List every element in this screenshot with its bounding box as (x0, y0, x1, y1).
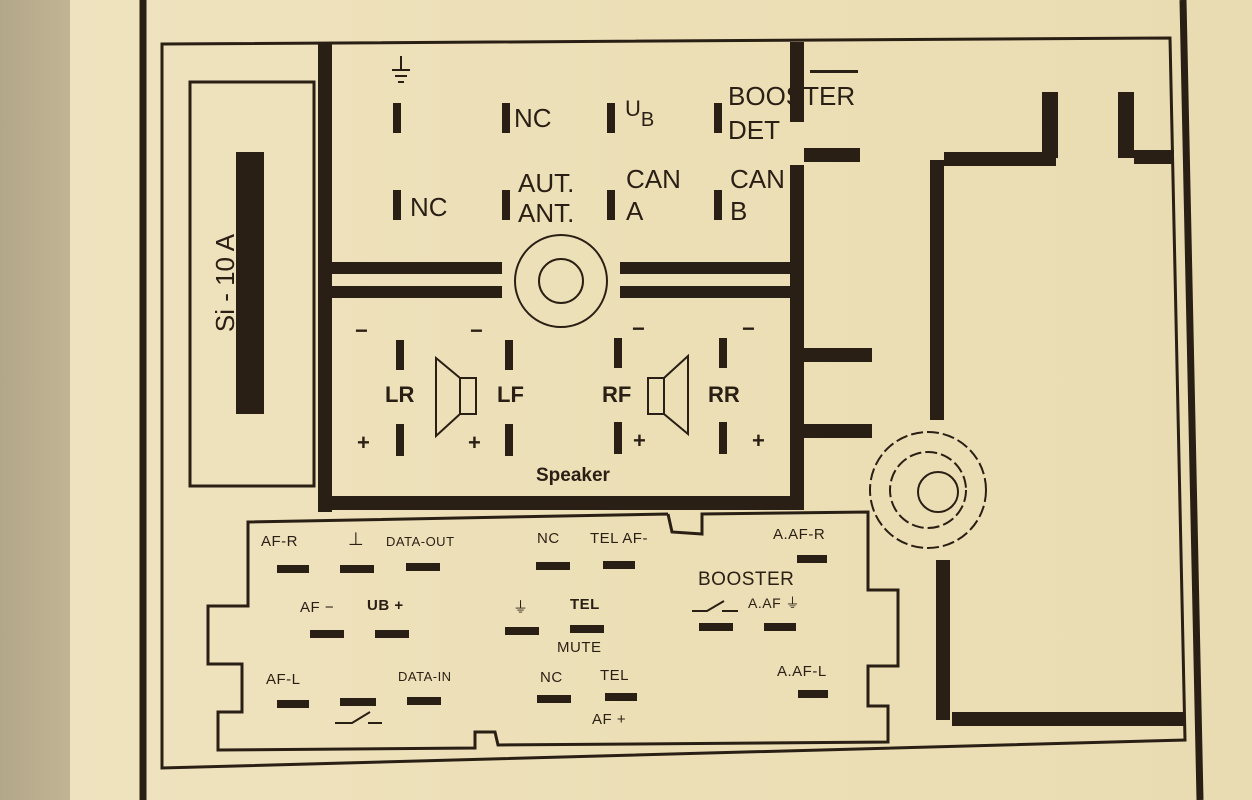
lr-neg: − (355, 318, 368, 343)
label-ground-2: ⏚ (513, 599, 529, 616)
label-af-minus: AF − (300, 599, 335, 616)
label-nc-bottom: NC (540, 669, 563, 686)
booster-switch-icon (692, 600, 725, 612)
rf-neg: − (632, 316, 645, 341)
rr-neg: − (742, 316, 755, 341)
top-connector-right-wall (790, 165, 804, 510)
rr-label: RR (708, 382, 740, 407)
divider-right-2 (620, 286, 790, 298)
speaker-title: Speaker (536, 465, 610, 486)
label-mute: MUTE (557, 639, 602, 656)
label-a-af-r: A.AF-R (773, 526, 826, 543)
pin-label-can-a: CAN (626, 164, 681, 194)
ground-symbol-icon (392, 56, 410, 83)
divider-left-1 (332, 262, 502, 274)
label-tel-mid: TEL (570, 596, 600, 613)
ground-line (810, 70, 858, 73)
label-ground-1: ⊥ (348, 529, 365, 549)
pin-label-can-b: CAN (730, 164, 785, 194)
pin-label-nc-2: NC (410, 192, 448, 222)
right-block-left-wall-bottom (936, 560, 950, 720)
tab-1 (804, 148, 860, 162)
pin-label-nc: NC (514, 103, 552, 133)
label-tel-af-minus: TEL AF- (590, 530, 648, 547)
right-block-post-2 (1118, 92, 1134, 158)
label-booster: BOOSTER (698, 569, 795, 590)
pin-label-ub: UB (625, 96, 655, 131)
pin-label-booster: BOOSTER (728, 81, 856, 111)
label-tel-bottom: TEL (600, 667, 630, 684)
label-ub-plus: UB + (367, 597, 404, 614)
fuse-bar (236, 152, 264, 414)
right-block-top-wall (944, 152, 1056, 166)
pin-label-a: A (626, 196, 644, 226)
label-a-af-ground: A.AF ⏚ (748, 595, 801, 611)
divider-left-2 (332, 286, 502, 298)
lr-label: LR (385, 382, 415, 407)
speaker-left-icon (435, 355, 477, 439)
label-af-r: AF-R (261, 533, 298, 550)
lf-pos: + (468, 430, 481, 455)
rr-pos: + (752, 428, 765, 453)
top-connector-right-wall-top (790, 42, 804, 122)
pin-label-aut: AUT. (518, 168, 575, 198)
speaker-right-icon (647, 353, 689, 437)
background-wall (0, 0, 70, 800)
pin-label-b: B (730, 196, 748, 226)
label-af-l: AF-L (266, 671, 301, 688)
lr-pos: + (357, 430, 370, 455)
label-a-af-l: A.AF-L (777, 663, 827, 680)
bottom-connector-outline (206, 510, 900, 752)
speaker-block-bottom-wall (332, 496, 804, 510)
pin-label-det: DET (728, 115, 780, 145)
label-data-in: DATA-IN (398, 669, 452, 684)
tab-3 (804, 424, 872, 438)
top-connector-left-wall (318, 42, 332, 512)
label-data-out: DATA-OUT (386, 534, 455, 549)
inner-frame (160, 36, 1187, 770)
label-af-plus: AF + (592, 711, 627, 728)
tab-2 (804, 348, 872, 362)
antenna-socket-icon (514, 234, 608, 328)
lf-label: LF (497, 382, 524, 407)
switch-icon (335, 711, 371, 724)
right-block-top-wall-2 (1134, 150, 1174, 164)
pin-label-ant: ANT. (518, 198, 575, 228)
lf-neg: − (470, 318, 483, 343)
divider-right-1 (620, 262, 790, 274)
rf-label: RF (602, 382, 632, 407)
right-block-left-wall-top (930, 160, 944, 420)
right-block-bottom-wall (952, 712, 1184, 726)
antenna-socket-right-icon (869, 431, 987, 549)
rf-pos: + (633, 428, 646, 453)
fuse-label: Si - 10 A (210, 233, 240, 333)
right-block-post-1 (1042, 92, 1058, 158)
fuse-box (188, 80, 316, 488)
outer-frame-right (1179, 0, 1204, 800)
label-nc-top: NC (537, 530, 560, 547)
